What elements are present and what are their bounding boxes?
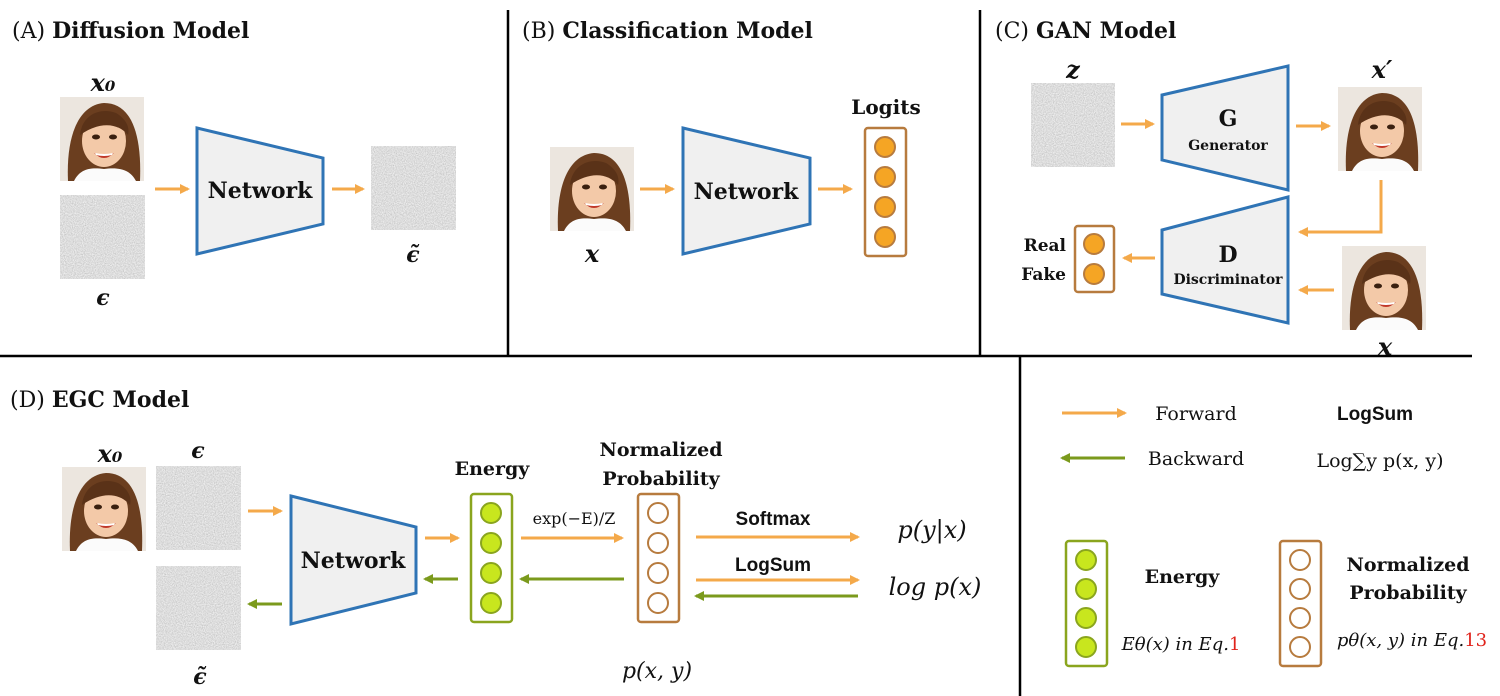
panel-a-network-trapezoid: [195, 126, 325, 256]
panel-a: (A) Diffusion Model x₀ ϵ Network ϵ̃: [12, 18, 456, 311]
panel-d: (D) EGC Model x₀ ϵ ϵ̃ Network Energy exp…: [10, 387, 981, 690]
panel-c: (C) GAN Model z G Generator x′ D Discrim…: [995, 18, 1426, 361]
panel-c-d-label: D: [1218, 242, 1237, 268]
legend-prob-node: [1289, 636, 1311, 658]
panel-d-energy-node: [480, 592, 502, 614]
panel-d-network-label: Network: [301, 548, 406, 574]
legend-norm-line1: Normalized: [1346, 554, 1469, 576]
panel-d-noise-image: [156, 466, 241, 550]
legend-norm-eq: pθ(x, y) in Eq.13: [1337, 630, 1487, 651]
panel-b-logits-label: Logits: [851, 95, 920, 119]
panel-d-energy-node: [480, 502, 502, 524]
legend-norm-line2: Probability: [1349, 582, 1467, 604]
legend-prob-node: [1289, 578, 1311, 600]
panel-d-normalized-line2: Probability: [602, 468, 720, 490]
panel-d-p-y-given-x: p(y|x): [897, 516, 966, 545]
legend: Forward Backward LogSum Log∑y p(x, y) En…: [1060, 403, 1487, 668]
panel-c-fake-label: Fake: [1021, 265, 1066, 285]
panel-d-title: (D) EGC Model: [10, 387, 189, 413]
panel-a-title: (A) Diffusion Model: [12, 18, 249, 44]
panel-b-logit-node: [874, 196, 896, 218]
panel-a-output-noise: [371, 146, 456, 230]
panel-d-logsum-label: LogSum: [735, 555, 811, 576]
panel-c-x-prime-label: x′: [1371, 55, 1393, 84]
panel-b-face-image: [550, 147, 634, 231]
panel-c-output-box: [1073, 224, 1116, 294]
panel-d-energy-node: [480, 562, 502, 584]
panel-d-log-p-x: log p(x): [889, 573, 982, 601]
panel-d-x0-label: x₀: [97, 439, 123, 468]
panel-a-eps-label: ϵ: [96, 285, 110, 311]
panel-c-noise-image: [1031, 83, 1115, 167]
panel-c-fake-node: [1083, 263, 1105, 285]
panel-c-discriminator-label: Discriminator: [1173, 272, 1283, 288]
legend-prob-box: [1278, 539, 1323, 668]
panel-c-g-label: G: [1219, 106, 1238, 132]
panel-d-energy-label: Energy: [455, 458, 531, 480]
legend-energy-node: [1075, 636, 1097, 658]
panel-d-exp-label: exp(−E)/Z: [533, 509, 616, 528]
panel-c-z-label: z: [1065, 55, 1081, 84]
panel-c-real-node: [1083, 233, 1105, 255]
legend-energy-node: [1075, 578, 1097, 600]
panel-b-x-label: x: [584, 239, 600, 268]
panel-d-energy-box: [469, 492, 514, 624]
panel-a-x0-label: x₀: [90, 68, 116, 97]
panel-a-network-label: Network: [208, 178, 313, 204]
legend-forward-label: Forward: [1155, 403, 1237, 425]
panel-c-discriminator-trapezoid: [1160, 195, 1290, 325]
legend-prob-node: [1289, 549, 1311, 571]
panel-d-energy-node: [480, 532, 502, 554]
panel-c-generated-image: [1338, 87, 1422, 171]
panel-d-prob-node: [647, 532, 669, 554]
panel-c-real-label: Real: [1024, 236, 1067, 256]
panel-c-generator-label: Generator: [1188, 138, 1268, 154]
panel-b-logit-node: [874, 136, 896, 158]
panel-c-x-label: x: [1377, 332, 1393, 361]
panel-d-eps-label: ϵ: [191, 438, 205, 464]
panel-a-noise-image: [60, 195, 145, 279]
legend-energy-eq: Eθ(x) in Eq.1: [1121, 634, 1241, 655]
legend-energy-node: [1075, 607, 1097, 629]
panel-d-normalized-line1: Normalized: [599, 439, 722, 461]
panel-b-network-trapezoid: [681, 126, 812, 256]
panel-d-softmax-label: Softmax: [736, 509, 811, 530]
panel-d-prob-node: [647, 592, 669, 614]
panel-c-generator-trapezoid: [1160, 64, 1290, 192]
panel-b-title: (B) Classification Model: [522, 18, 813, 44]
panel-c-real-image: [1342, 246, 1426, 330]
panel-b-network-label: Network: [694, 179, 799, 205]
panel-a-face-image: [60, 97, 144, 181]
panel-b-logit-node: [874, 226, 896, 248]
panel-c-arrow-generated-to-discriminator: [1298, 180, 1383, 237]
legend-backward-label: Backward: [1148, 448, 1244, 470]
legend-energy-box: [1064, 539, 1109, 668]
panel-d-prob-box: [636, 492, 681, 624]
legend-logsum-formula: Log∑y p(x, y): [1316, 450, 1443, 472]
legend-energy-node: [1075, 549, 1097, 571]
panel-b: (B) Classification Model Logits x Networ…: [522, 18, 921, 268]
panel-c-title: (C) GAN Model: [995, 18, 1176, 44]
legend-energy-label: Energy: [1145, 566, 1221, 588]
panel-a-eps-tilde-label: ϵ̃: [406, 242, 420, 268]
panel-d-output-noise-image: [156, 566, 241, 650]
panel-d-p-xy: p(x, y): [622, 659, 692, 684]
panel-b-logits-box: [863, 126, 908, 258]
panel-d-network-trapezoid: [289, 494, 418, 626]
legend-logsum-title: LogSum: [1337, 404, 1413, 425]
panel-d-prob-node: [647, 562, 669, 584]
legend-prob-node: [1289, 607, 1311, 629]
panel-b-logit-node: [874, 166, 896, 188]
panel-d-face-image: [62, 467, 146, 551]
panel-d-eps-tilde-label: ϵ̃: [193, 664, 207, 690]
panel-d-prob-node: [647, 502, 669, 524]
